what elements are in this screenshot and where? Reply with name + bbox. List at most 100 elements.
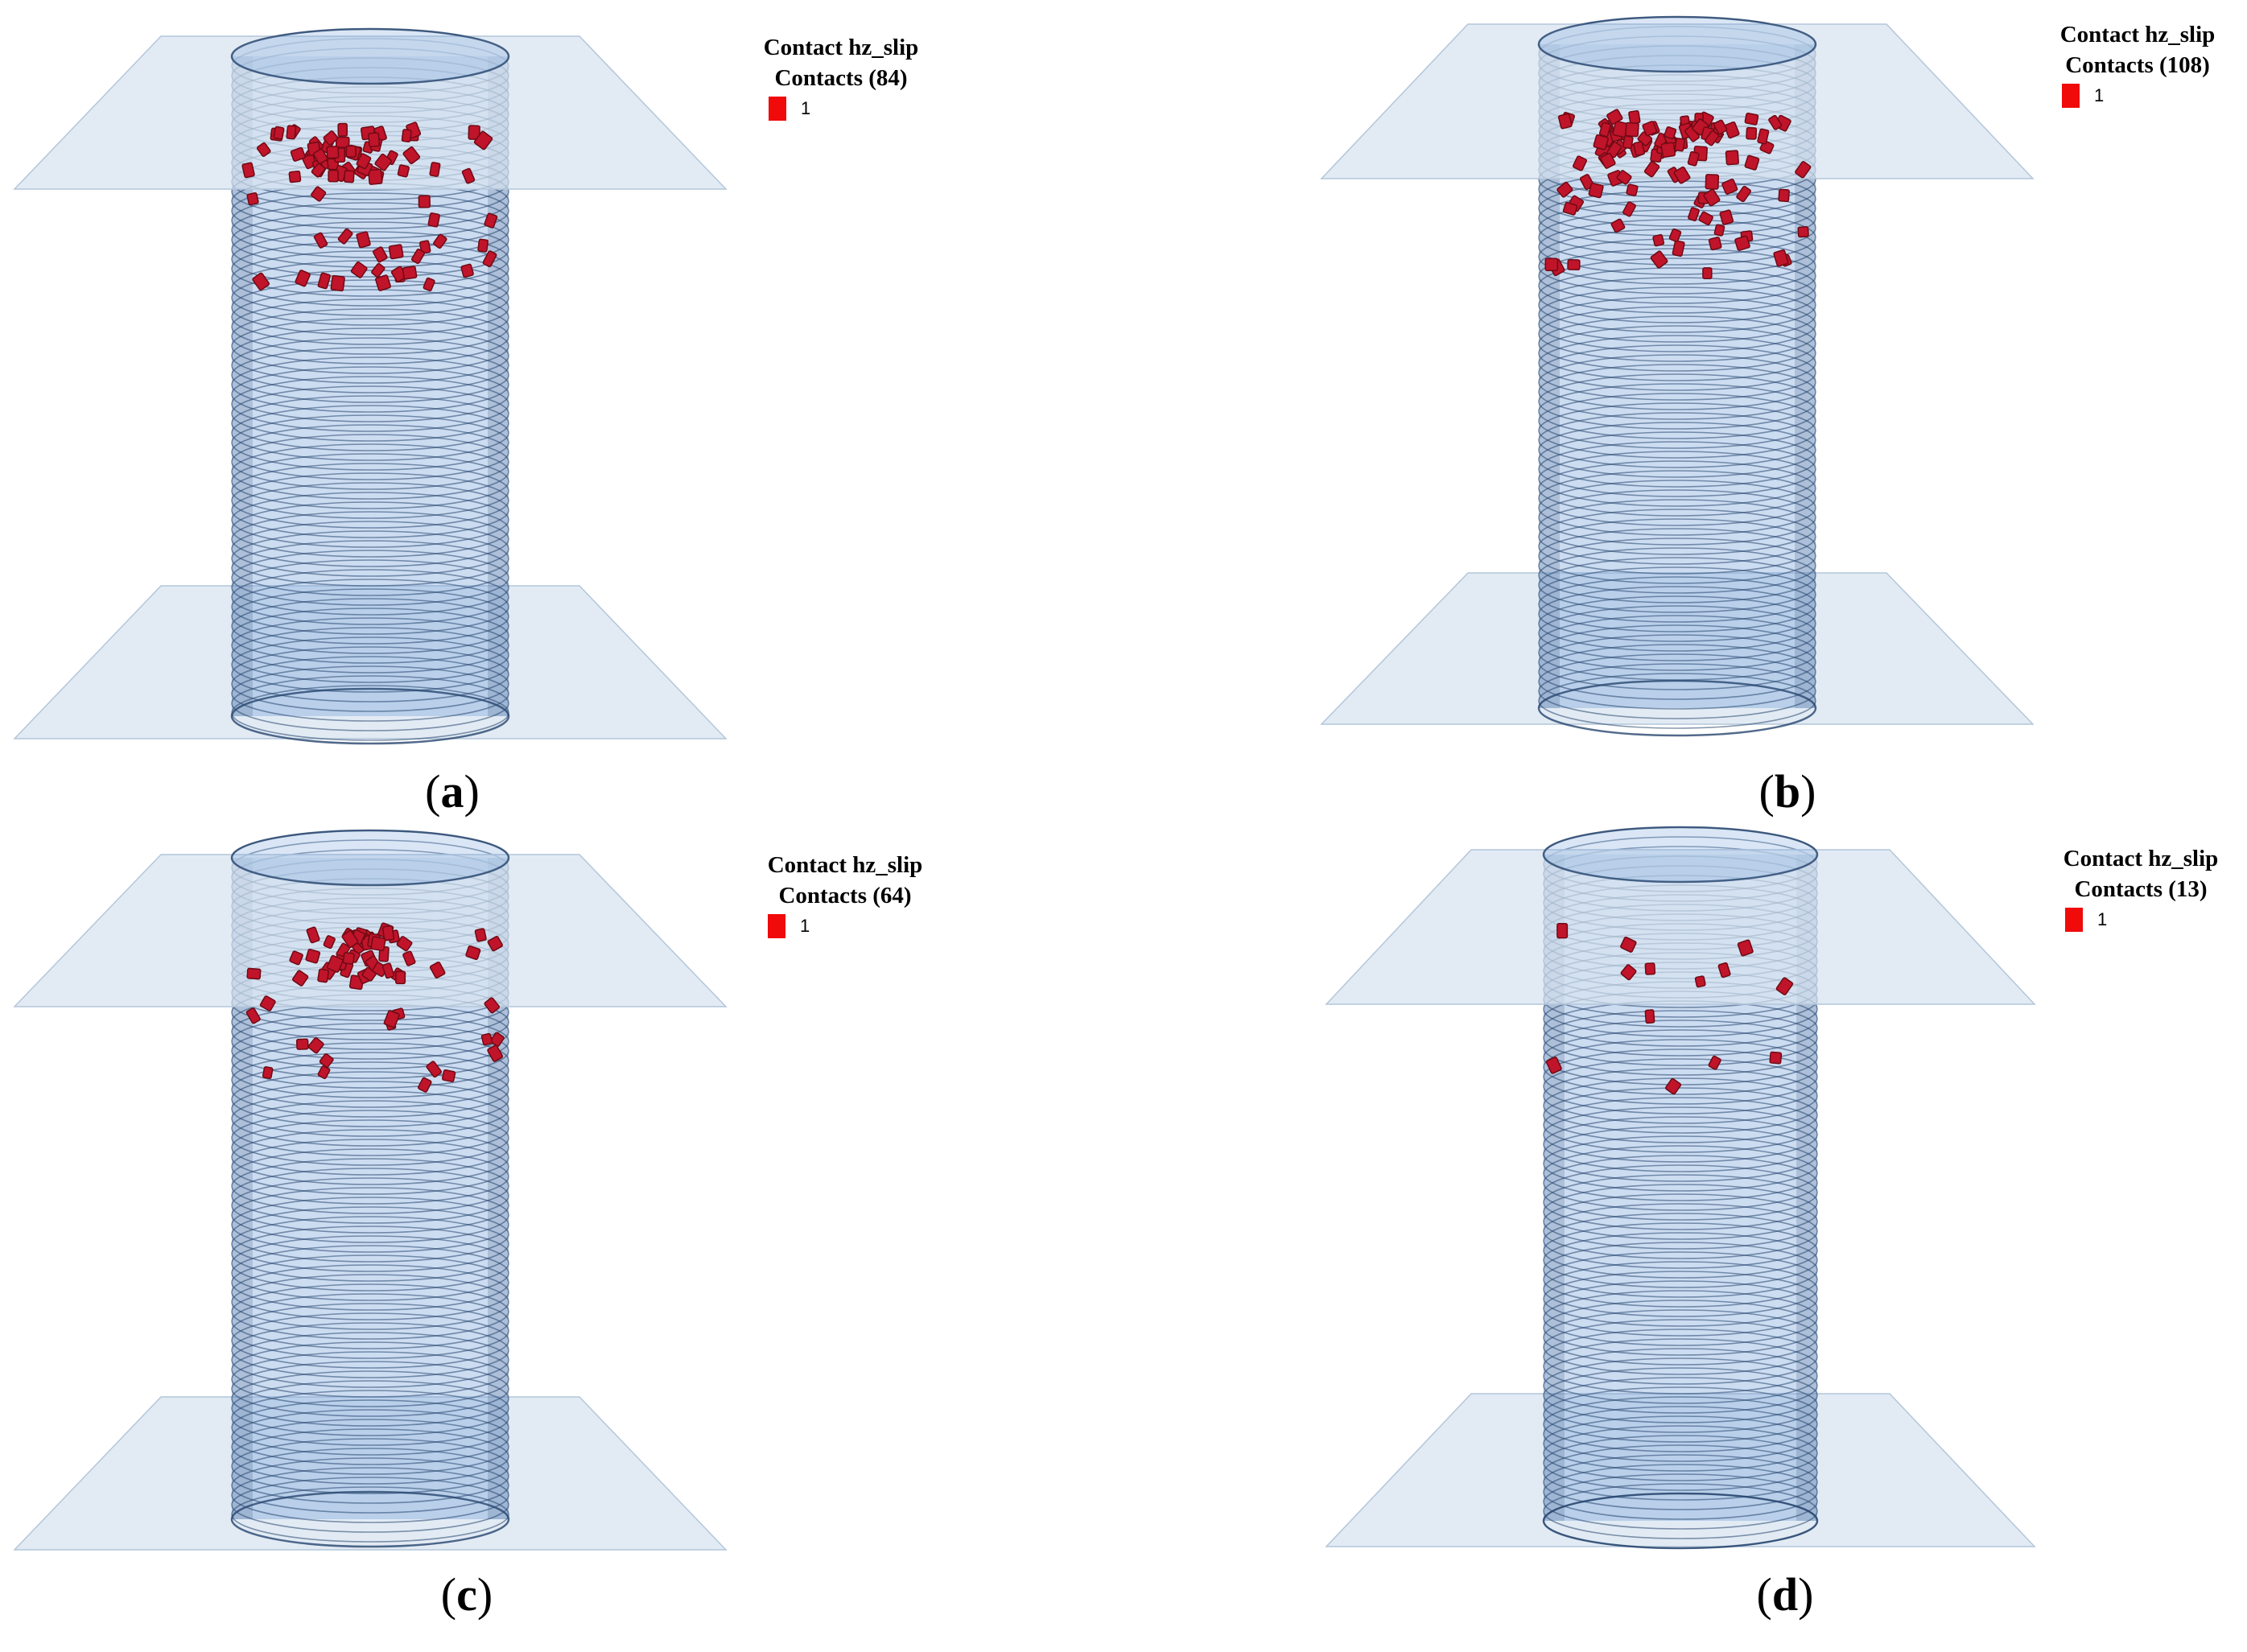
slip-contact [1708, 237, 1722, 251]
slip-contact [295, 270, 311, 287]
slip-contact [427, 212, 440, 228]
slip-contact [1797, 226, 1809, 238]
legend-a: Contact hz_slip Contacts (84) 1 [736, 32, 946, 121]
wall-ring-a [231, 434, 509, 490]
slip-contact [473, 130, 493, 150]
wall-ring-a [231, 492, 509, 548]
top-plate-b [1320, 23, 2035, 179]
wall-ring-b [1538, 335, 1816, 391]
slip-contact [1757, 128, 1770, 145]
legend-key-label-c: 1 [800, 916, 810, 936]
wall-ring-b [1538, 489, 1816, 546]
wall-ring-b [1538, 673, 1816, 729]
slip-contact [337, 122, 348, 137]
slip-contact [429, 961, 446, 978]
wall-ring-b [1538, 460, 1816, 517]
wall-ring-d [1543, 1271, 1818, 1327]
slip-contact [1773, 249, 1789, 267]
slip-contact [1644, 962, 1656, 975]
slip-contact [342, 952, 355, 965]
slip-contact [1588, 182, 1604, 199]
slip-contact [1625, 122, 1639, 138]
wall-ring-c [231, 1032, 509, 1089]
slip-contact [317, 968, 329, 983]
panel-a: Contact hz_slip Contacts (84) 1 (a) [0, 0, 1124, 826]
slip-contact [489, 1032, 505, 1047]
slip-contact [1644, 1009, 1655, 1024]
slip-contact [1746, 126, 1758, 140]
slip-contact [418, 240, 431, 254]
slip-contact [1660, 142, 1676, 159]
wall-ring-c [231, 1245, 509, 1301]
wall-ring-d [1543, 1357, 1818, 1414]
wall-ring-c [231, 1409, 509, 1465]
slip-contact [313, 148, 328, 164]
caption-c: (c) [440, 1568, 493, 1621]
wall-ring-b [1538, 586, 1816, 642]
wall-ring-b [1538, 286, 1816, 343]
slip-contact [1556, 923, 1569, 939]
wall-ring-b [1538, 393, 1816, 449]
wall-ring-d [1543, 1116, 1818, 1172]
slip-contact [368, 168, 383, 185]
wall-ring-a [231, 540, 509, 596]
wall-ring-a [231, 627, 509, 683]
slip-contact [311, 186, 327, 202]
wall-ring-c [231, 1197, 509, 1253]
bottom-rim-a [230, 687, 510, 745]
slip-contact [1610, 218, 1626, 233]
wall-ring-b [1538, 306, 1816, 362]
cylinder-model-d [1325, 826, 2036, 1550]
slip-contact [326, 146, 340, 159]
wall-ring-c [231, 1090, 509, 1147]
wall-ring-a [231, 463, 509, 519]
wall-ring-c [231, 1264, 509, 1320]
slip-contact [461, 167, 476, 184]
slip-contact [256, 142, 271, 157]
wall-ring-c [231, 1216, 509, 1272]
wall-ring-c [231, 1341, 509, 1398]
wall-ring-b [1538, 219, 1816, 275]
wall-ring-d [1543, 1087, 1818, 1143]
slip-contact [1705, 174, 1720, 190]
slip-contact [1664, 126, 1677, 140]
bottom-plate-a [13, 585, 728, 739]
slip-contact [1652, 233, 1665, 247]
wall-ring-a [231, 279, 509, 336]
wall-ring-a [231, 270, 509, 326]
wall-ring-b [1538, 470, 1816, 526]
caption-d: (d) [1756, 1568, 1814, 1621]
slip-contact [1736, 185, 1751, 203]
slip-contact [319, 1053, 334, 1068]
wall-ring-a [231, 588, 509, 645]
wall-ring-c [231, 1419, 509, 1475]
slip-contact [1734, 235, 1750, 251]
slip-contact [1556, 181, 1573, 198]
wall-ring-b [1538, 412, 1816, 468]
slip-contact [1557, 113, 1573, 130]
wall-ring-b [1538, 605, 1816, 661]
bottom-plate-d [1325, 1393, 2036, 1547]
caption-a: (a) [425, 765, 480, 818]
wall-ring-c [231, 1129, 509, 1185]
legend-swatch-d [2065, 908, 2083, 932]
wall-ring-a [231, 414, 509, 471]
wall-ring-a [231, 521, 509, 577]
wall-ring-c [231, 1168, 509, 1224]
wall-ring-c [231, 1390, 509, 1446]
wall-ring-c [231, 1023, 509, 1079]
legend-count-c: Contacts (64) [778, 883, 912, 908]
wall-ring-c [231, 1254, 509, 1311]
legend-title-b: Contact hz_slip [2059, 22, 2216, 47]
wall-ring-a [231, 511, 509, 567]
slip-contact [1778, 188, 1790, 203]
slip-contact [246, 967, 262, 980]
slip-contact [371, 262, 385, 278]
wall-ring-c [231, 1274, 509, 1330]
wall-ring-b [1538, 557, 1816, 613]
wall-ring-d [1543, 1174, 1818, 1230]
wall-ring-c [231, 1380, 509, 1436]
slip-contact [337, 228, 353, 245]
wall-ring-d [1543, 1193, 1818, 1250]
slip-contact [1702, 267, 1713, 279]
